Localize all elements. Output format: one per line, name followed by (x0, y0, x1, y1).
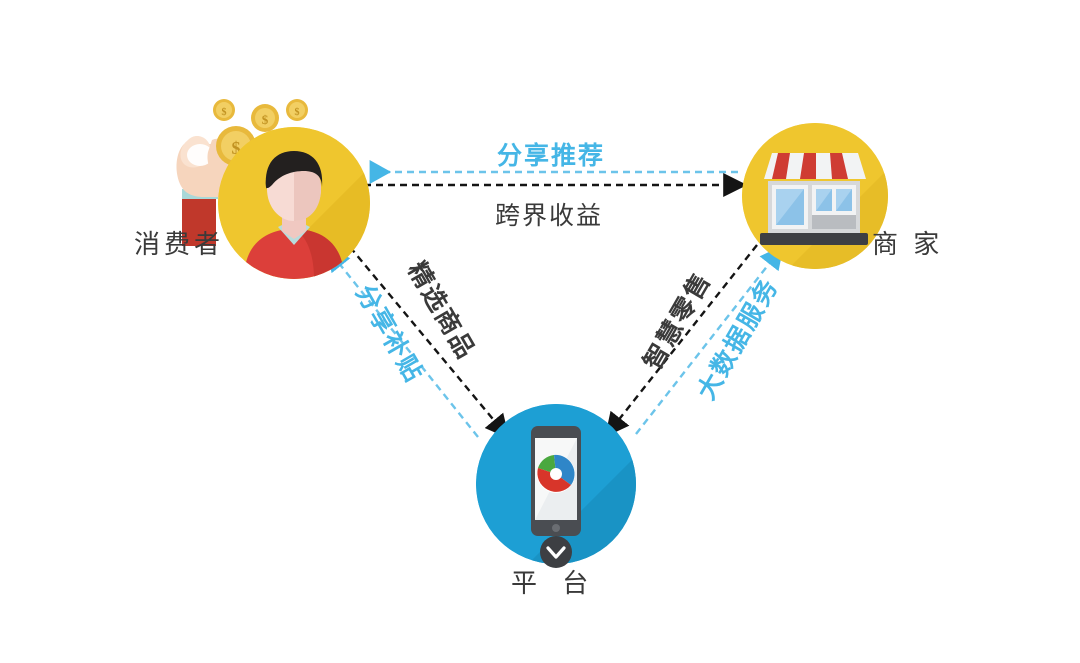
svg-text:$: $ (222, 107, 227, 118)
edge-label-share-recommend: 分享推荐 (497, 142, 606, 170)
platform-label: 平 台 (511, 568, 598, 598)
storefront-icon (742, 123, 888, 269)
person-avatar-icon (218, 127, 370, 279)
edge-label-crossover-income: 跨界收益 (495, 202, 604, 230)
chevron-down-icon[interactable] (538, 534, 574, 570)
merchant-label: 商 家 (872, 229, 944, 259)
svg-text:$: $ (262, 112, 269, 127)
consumer-label: 消费者 (134, 229, 225, 259)
svg-text:$: $ (232, 138, 241, 158)
hand-with-coins-icon: $ $ $ $ (176, 99, 308, 246)
svg-text:$: $ (295, 107, 300, 118)
